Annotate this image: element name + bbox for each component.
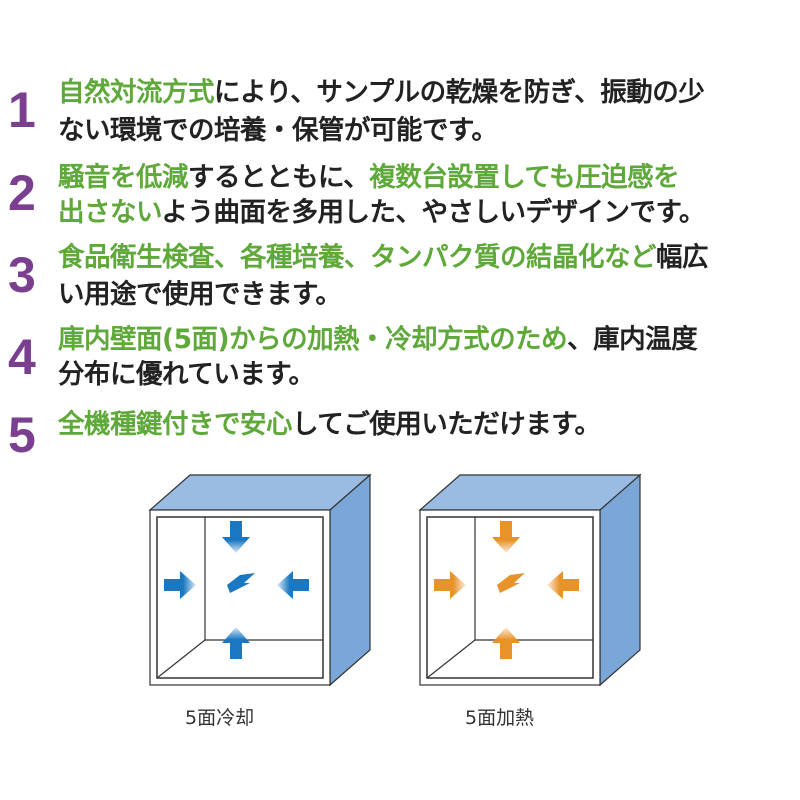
side-panel bbox=[329, 473, 371, 687]
highlight-text: 全機種鍵付きで安心 bbox=[58, 409, 293, 440]
arrow-top bbox=[222, 521, 250, 553]
body-text: してご使用いただけます。 bbox=[292, 409, 601, 440]
body-text: するとともに、 bbox=[188, 162, 370, 193]
body-text: よう曲面を多用した、やさしいデザインです。 bbox=[161, 197, 705, 228]
arrow-bottom bbox=[222, 627, 250, 659]
feature-text-line: ない環境での培養・保管が可能です。 bbox=[58, 115, 498, 146]
feature-text-line: 分布に優れています。 bbox=[58, 359, 315, 390]
feature-text-line: 庫内壁面(5面)からの加熱・冷却方式のため、庫内温度 bbox=[58, 324, 698, 355]
body-text: い用途で使用できます。 bbox=[58, 279, 342, 310]
body-text: 幅広 bbox=[656, 242, 709, 273]
feature-text-line: 全機種鍵付きで安心してご使用いただけます。 bbox=[58, 409, 601, 440]
highlight-text: 出さない bbox=[58, 197, 162, 228]
highlight-text: 複数台設置しても圧迫感を bbox=[369, 162, 680, 193]
feature-text-line: 騒音を低減するとともに、複数台設置しても圧迫感を bbox=[58, 162, 680, 193]
body-text: により、サンプルの乾燥を防ぎ、振動の少 bbox=[214, 77, 705, 108]
cube-cooling-illustration bbox=[148, 473, 372, 687]
arrow-right bbox=[277, 571, 309, 599]
airflow-icon bbox=[227, 573, 255, 593]
caption-heating: 5面加熱 bbox=[465, 707, 535, 729]
caption-cooling: 5面冷却 bbox=[185, 707, 255, 729]
diagram-heating: 5面加熱 bbox=[410, 465, 660, 729]
highlight-text: 騒音を低減 bbox=[58, 162, 189, 193]
arrow-bottom bbox=[492, 627, 520, 659]
arrow-right bbox=[547, 571, 579, 599]
highlight-text: 食品衛生検査、各種培養、タンパク質の結晶化など bbox=[58, 242, 657, 273]
feature-text-line: 自然対流方式により、サンプルの乾燥を防ぎ、振動の少 bbox=[58, 77, 705, 108]
feature-number: 2 bbox=[8, 165, 36, 221]
highlight-text: 自然対流方式 bbox=[58, 77, 215, 108]
feature-text-line: 食品衛生検査、各種培養、タンパク質の結晶化など幅広 bbox=[58, 242, 709, 273]
body-text: 、庫内温度 bbox=[567, 324, 698, 355]
arrow-left bbox=[434, 571, 466, 599]
body-text: ない環境での培養・保管が可能です。 bbox=[58, 115, 498, 146]
arrow-left bbox=[164, 571, 196, 599]
feature-number: 1 bbox=[8, 82, 36, 138]
diagram-cooling: 5面冷却 bbox=[140, 465, 390, 729]
feature-number: 3 bbox=[8, 247, 36, 303]
arrow-top bbox=[492, 521, 520, 553]
feature-number: 4 bbox=[8, 329, 36, 385]
feature-number: 5 bbox=[8, 407, 36, 463]
highlight-text: 庫内壁面(5面)からの加熱・冷却方式のため bbox=[58, 324, 568, 355]
feature-text-line: い用途で使用できます。 bbox=[58, 279, 342, 310]
airflow-icon bbox=[497, 573, 525, 593]
body-text: 分布に優れています。 bbox=[58, 359, 315, 390]
feature-text-line: 出さないよう曲面を多用した、やさしいデザインです。 bbox=[58, 197, 705, 228]
side-panel bbox=[599, 473, 641, 687]
cube-heating-illustration bbox=[418, 473, 642, 687]
